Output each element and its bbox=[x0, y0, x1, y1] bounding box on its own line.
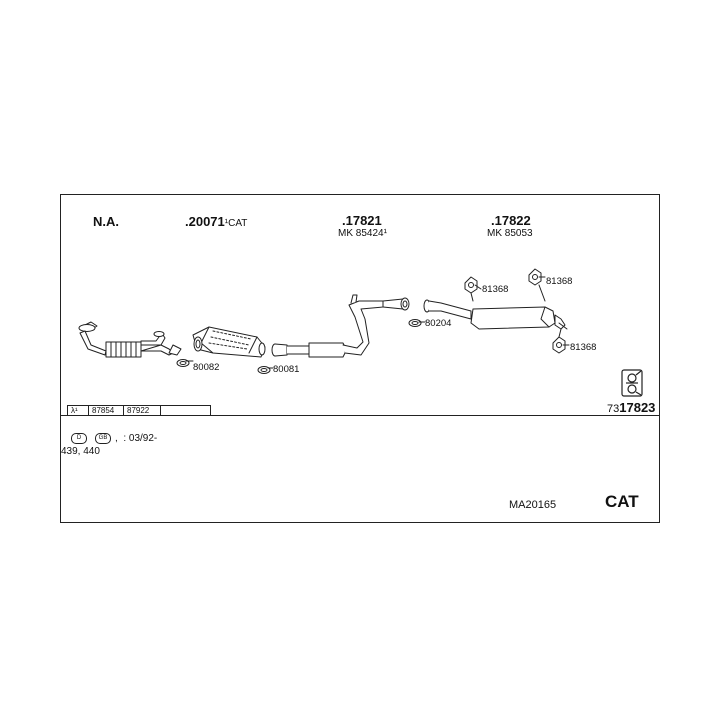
cat-label: CAT bbox=[605, 492, 639, 511]
country-badge-d: D bbox=[71, 433, 87, 444]
label-mount-3: 81368 bbox=[570, 342, 597, 353]
label-mount-1: 81368 bbox=[482, 284, 509, 295]
lambda-code-empty bbox=[161, 406, 207, 415]
na-label: N.A. bbox=[93, 214, 119, 229]
gasket-80204 bbox=[408, 319, 422, 327]
middle-pipe bbox=[271, 294, 410, 358]
section-divider bbox=[61, 415, 659, 416]
wrench-icon bbox=[621, 369, 643, 397]
rear-silencer bbox=[423, 299, 568, 330]
country-notes: D GB , : 03/92- bbox=[71, 433, 157, 444]
rubber-mount-2 bbox=[528, 268, 546, 302]
lambda-code-2: 87922 bbox=[124, 406, 161, 415]
catalog-prefix: 73 bbox=[607, 403, 620, 415]
lambda-code-1: 87854 bbox=[89, 406, 124, 415]
front-pipe bbox=[78, 321, 182, 358]
part-catalyst: .20071¹CAT bbox=[185, 214, 247, 230]
part-middle-number: .17821 bbox=[342, 213, 382, 228]
model-note: 439, 440 bbox=[61, 446, 100, 457]
label-mount-2: 81368 bbox=[546, 276, 573, 287]
lambda-sensor-box: λ¹ 87854 87922 bbox=[67, 405, 211, 415]
part-catalyst-number: .20071 bbox=[185, 214, 225, 229]
label-gasket-80081: 80081 bbox=[273, 364, 300, 375]
rubber-mount-3 bbox=[552, 328, 566, 354]
catalog-number: 7317823 bbox=[607, 400, 655, 416]
rubber-mount-1 bbox=[464, 276, 478, 302]
exhaust-drawing bbox=[78, 268, 643, 397]
country-badge-gb: GB bbox=[95, 433, 111, 444]
gasket-80081 bbox=[257, 366, 271, 374]
label-gasket-80082: 80082 bbox=[193, 362, 220, 373]
catalytic-converter bbox=[192, 326, 266, 358]
catalog-main: 17823 bbox=[619, 400, 656, 415]
part-middle-sub: MK 85424¹ bbox=[338, 228, 387, 239]
diagram-frame: N.A. .20071¹CAT .17821 MK 85424¹ .17822 … bbox=[60, 194, 660, 523]
date-note: , : 03/92- bbox=[115, 432, 158, 444]
reference-code: MA20165 bbox=[509, 499, 557, 511]
label-gasket-80204: 80204 bbox=[425, 318, 452, 329]
lambda-symbol: λ¹ bbox=[68, 406, 89, 415]
part-rear-number: .17822 bbox=[491, 213, 531, 228]
part-catalyst-suffix: ¹CAT bbox=[224, 218, 248, 229]
part-rear-sub: MK 85053 bbox=[487, 228, 533, 239]
